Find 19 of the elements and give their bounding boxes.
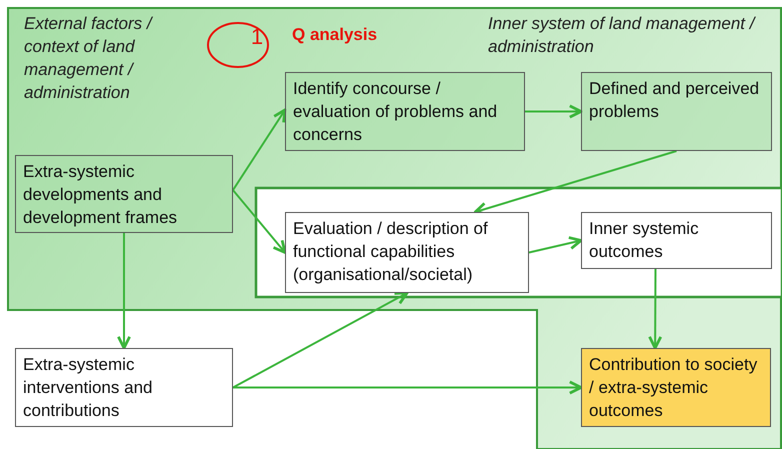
process-box: Defined and perceived problems: [581, 72, 772, 151]
process-box: Inner systemic outcomes: [581, 212, 772, 269]
arrow: [528, 236, 582, 254]
arrow: [232, 108, 286, 191]
arrow: [232, 292, 408, 388]
arrow: [117, 233, 131, 350]
arrow: [525, 104, 582, 118]
arrow: [648, 269, 662, 350]
arrow: [233, 380, 582, 394]
region-label: Inner system of land management / administration: [488, 13, 757, 58]
arrow: [232, 189, 286, 254]
process-box: Extra-systemic interventions and contributions: [15, 348, 233, 427]
region-label: External factors / context of land management / administration: [24, 13, 154, 104]
process-box: Evaluation / description of functional capabilities (organisational/societal): [285, 212, 529, 293]
process-box: Contribution to society / extra-systemic outcomes: [581, 348, 771, 427]
section-heading: Q analysis: [292, 25, 378, 45]
process-box: Identify concourse / evaluation of problems and concerns: [285, 72, 525, 151]
step-number: 1: [250, 24, 264, 50]
process-box: Extra-systemic developments and development frames: [15, 155, 233, 233]
